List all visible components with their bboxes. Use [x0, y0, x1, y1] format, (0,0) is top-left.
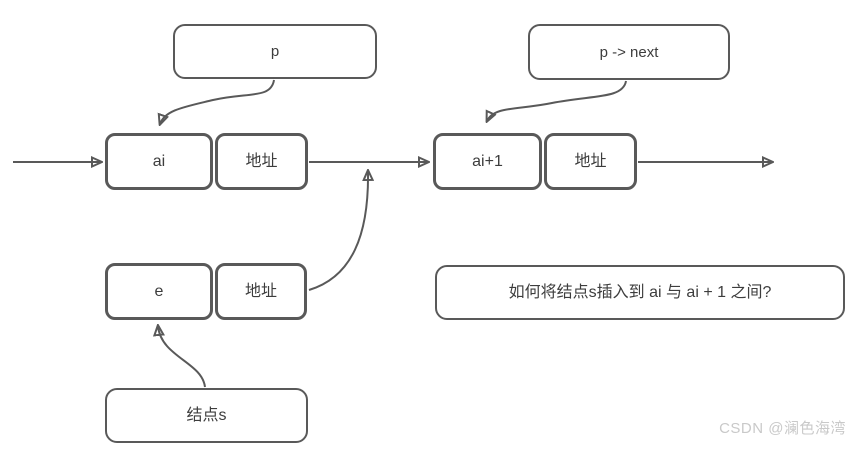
question-box: 如何将结点s插入到 ai 与 ai + 1 之间? [435, 265, 845, 320]
pointer-p-label: p [270, 43, 280, 60]
node-ai1-data-label: ai+1 [472, 152, 503, 170]
node-s-box: 结点s [105, 388, 308, 443]
e-next-to-link-curve-arrow [308, 171, 368, 291]
question-text: 如何将结点s插入到 ai 与 ai + 1 之间? [508, 283, 772, 301]
p-to-ai-curve-arrow [160, 79, 275, 124]
node-ai1-data-cell: ai+1 [433, 133, 542, 190]
node-e-data-label: e [154, 282, 164, 300]
node-e-addr-cell: 地址 [215, 263, 307, 320]
node-ai1-addr-cell: 地址 [544, 133, 637, 190]
csdn-watermark: CSDN @澜色海湾 [719, 420, 846, 437]
pnext-to-ai1-curve-arrow [487, 80, 627, 121]
node-s-label: 结点s [186, 406, 227, 424]
node-ai-data-label: ai [152, 152, 166, 170]
s-to-e-curve-arrow [158, 326, 206, 388]
node-ai-data-cell: ai [105, 133, 213, 190]
pointer-p-box: p [173, 24, 377, 79]
pointer-p-next-box: p -> next [528, 24, 730, 80]
node-ai1-addr-label: 地址 [574, 152, 607, 170]
node-e-data-cell: e [105, 263, 213, 320]
node-ai-addr-label: 地址 [245, 152, 278, 170]
node-e-addr-label: 地址 [244, 282, 277, 300]
pointer-p-next-label: p -> next [599, 43, 659, 61]
node-ai-addr-cell: 地址 [215, 133, 308, 190]
